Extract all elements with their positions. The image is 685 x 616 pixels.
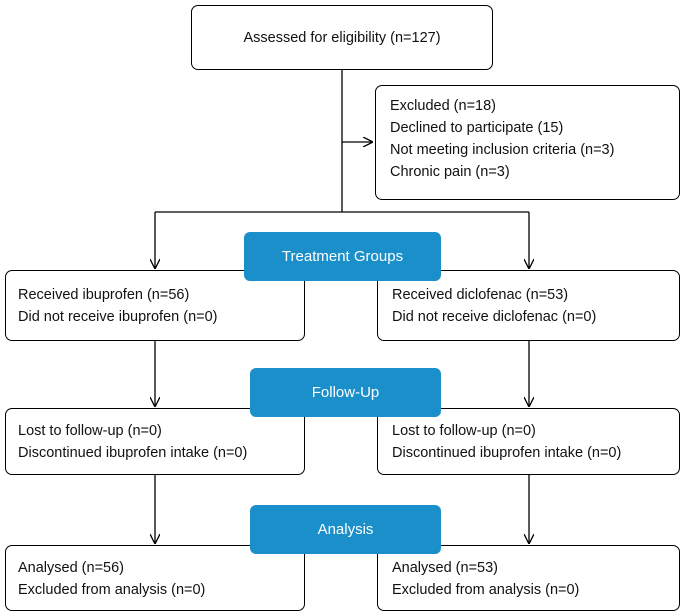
excluded-line: Not meeting inclusion criteria (n=3) (390, 142, 615, 158)
eligibility-box: Assessed for eligibility (n=127) (191, 5, 493, 70)
stage-treatment-groups: Treatment Groups (244, 232, 441, 281)
followup-line: Lost to follow-up (n=0) (18, 423, 162, 439)
followup-line: Discontinued ibuprofen intake (n=0) (392, 445, 622, 461)
stage-follow-up: Follow-Up (250, 368, 441, 417)
right-allocation-box: Received diclofenac (n=53) Did not recei… (377, 270, 680, 341)
excluded-box: Excluded (n=18) Declined to participate … (375, 85, 680, 200)
excluded-line: Excluded (n=18) (390, 98, 496, 114)
followup-line: Lost to follow-up (n=0) (392, 423, 536, 439)
excluded-line: Declined to participate (15) (390, 120, 564, 136)
analysis-line: Excluded from analysis (n=0) (392, 582, 580, 598)
allocation-line: Did not receive diclofenac (n=0) (392, 309, 597, 325)
left-allocation-box: Received ibuprofen (n=56) Did not receiv… (5, 270, 305, 341)
allocation-line: Received ibuprofen (n=56) (18, 287, 190, 303)
stage-analysis: Analysis (250, 505, 441, 554)
right-analysis-box: Analysed (n=53) Excluded from analysis (… (377, 545, 680, 611)
eligibility-text: Assessed for eligibility (n=127) (243, 29, 441, 46)
analysis-line: Analysed (n=56) (18, 560, 124, 576)
right-followup-box: Lost to follow-up (n=0) Discontinued ibu… (377, 408, 680, 475)
analysis-line: Analysed (n=53) (392, 560, 498, 576)
followup-line: Discontinued ibuprofen intake (n=0) (18, 445, 248, 461)
analysis-line: Excluded from analysis (n=0) (18, 582, 206, 598)
excluded-line: Chronic pain (n=3) (390, 164, 510, 180)
allocation-line: Received diclofenac (n=53) (392, 287, 569, 303)
left-followup-box: Lost to follow-up (n=0) Discontinued ibu… (5, 408, 305, 475)
left-analysis-box: Analysed (n=56) Excluded from analysis (… (5, 545, 305, 611)
allocation-line: Did not receive ibuprofen (n=0) (18, 309, 218, 325)
